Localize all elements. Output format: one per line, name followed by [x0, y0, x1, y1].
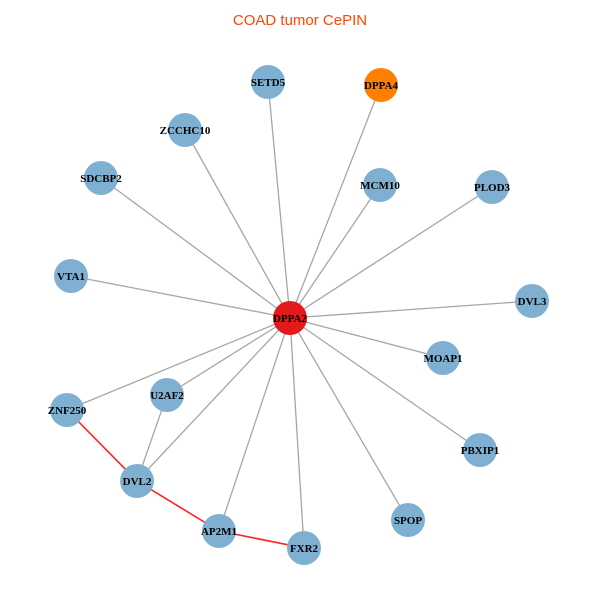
node-label: SETD5	[251, 77, 286, 89]
node-circle[interactable]	[463, 433, 497, 467]
node-fxr2[interactable]: FXR2	[287, 531, 321, 565]
node-circle[interactable]	[364, 68, 398, 102]
node-label: DVL3	[518, 296, 547, 308]
node-pbxip1[interactable]: PBXIP1	[461, 433, 500, 467]
node-circle[interactable]	[202, 514, 236, 548]
node-circle[interactable]	[150, 378, 184, 412]
node-label: SDCBP2	[80, 173, 122, 185]
edges-layer	[66, 81, 533, 549]
node-spop[interactable]: SPOP	[391, 503, 425, 537]
node-label: U2AF2	[150, 390, 184, 402]
node-circle[interactable]	[426, 341, 460, 375]
edge-dppa2-spop	[289, 317, 409, 521]
node-circle[interactable]	[475, 170, 509, 204]
node-label: FXR2	[290, 543, 319, 555]
node-circle[interactable]	[54, 259, 88, 293]
edge-dppa2-znf250	[66, 317, 291, 411]
node-dppa2[interactable]: DPPA2	[273, 301, 308, 335]
node-label: ZCCHC10	[160, 125, 211, 137]
node-label: PLOD3	[474, 182, 511, 194]
node-label: PBXIP1	[461, 445, 500, 457]
node-circle[interactable]	[50, 393, 84, 427]
edge-dppa2-vta1	[70, 275, 291, 319]
node-circle[interactable]	[363, 168, 397, 202]
node-circle[interactable]	[273, 301, 307, 335]
node-dvl2[interactable]: DVL2	[120, 464, 154, 498]
node-label: VTA1	[57, 271, 85, 283]
node-circle[interactable]	[84, 161, 118, 195]
node-setd5[interactable]: SETD5	[251, 65, 286, 99]
node-zcchc10[interactable]: ZCCHC10	[160, 113, 211, 147]
node-plod3[interactable]: PLOD3	[474, 170, 511, 204]
edge-dppa2-pbxip1	[289, 317, 481, 451]
node-circle[interactable]	[287, 531, 321, 565]
node-moap1[interactable]: MOAP1	[423, 341, 463, 375]
edge-dppa2-dvl2	[136, 317, 291, 482]
node-u2af2[interactable]: U2AF2	[150, 378, 184, 412]
node-dppa4[interactable]: DPPA4	[364, 68, 399, 102]
edge-dppa2-mcm10	[289, 184, 381, 319]
node-circle[interactable]	[515, 284, 549, 318]
node-label: MCM10	[360, 180, 400, 192]
node-vta1[interactable]: VTA1	[54, 259, 88, 293]
node-dvl3[interactable]: DVL3	[515, 284, 549, 318]
edge-dppa2-dvl3	[289, 300, 533, 319]
node-ap2m1[interactable]: AP2M1	[201, 514, 237, 548]
diagram-title: COAD tumor CePIN	[232, 12, 368, 29]
node-znf250[interactable]: ZNF250	[48, 393, 87, 427]
node-label: MOAP1	[423, 353, 462, 365]
edge-dppa2-zcchc10	[184, 129, 291, 319]
node-mcm10[interactable]: MCM10	[360, 168, 400, 202]
node-label: AP2M1	[201, 526, 237, 538]
node-label: ZNF250	[48, 405, 87, 417]
edge-dppa2-u2af2	[166, 317, 291, 396]
edge-dppa2-moap1	[289, 317, 444, 359]
node-sdcbp2[interactable]: SDCBP2	[80, 161, 122, 195]
node-label: DPPA4	[364, 80, 399, 92]
node-label: DVL2	[123, 476, 152, 488]
edge-dppa2-dppa4	[289, 84, 382, 319]
node-circle[interactable]	[251, 65, 285, 99]
node-label: SPOP	[394, 515, 422, 527]
edge-dppa2-setd5	[267, 81, 291, 319]
edge-dppa2-ap2m1	[218, 317, 291, 532]
edge-dppa2-fxr2	[289, 317, 305, 549]
node-circle[interactable]	[391, 503, 425, 537]
node-circle[interactable]	[120, 464, 154, 498]
node-label: DPPA2	[273, 313, 308, 325]
edge-dppa2-plod3	[289, 186, 493, 319]
node-circle[interactable]	[168, 113, 202, 147]
edge-dppa2-sdcbp2	[100, 177, 291, 319]
